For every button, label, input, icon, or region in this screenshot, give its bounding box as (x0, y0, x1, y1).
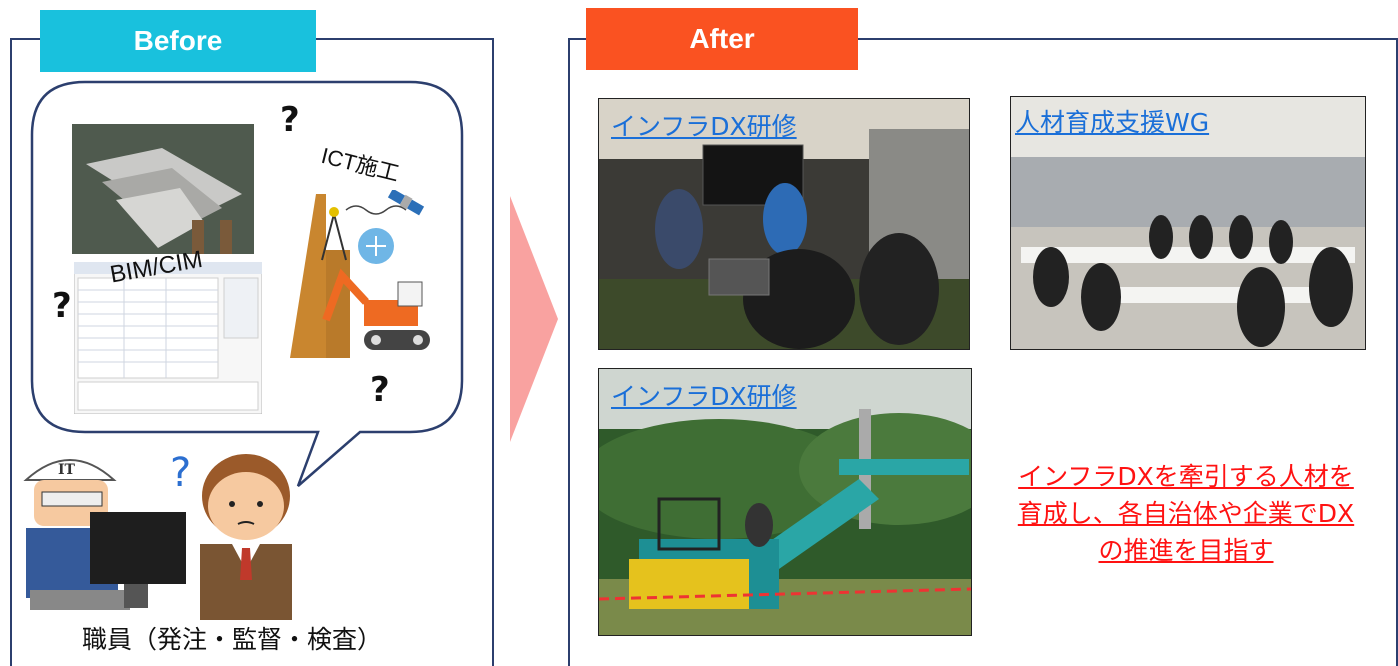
workgroup-photo: 人材育成支援WG (1010, 96, 1366, 350)
question-mark-2: ? (52, 286, 72, 326)
training-photo-2: インフラDX研修 (598, 368, 972, 636)
staff-caption: 職員（発注・監督・検査） (82, 625, 383, 654)
before-tab: Before (40, 10, 316, 72)
svg-text:?: ? (170, 450, 191, 496)
bim-model-image (72, 124, 254, 254)
svg-text:IT: IT (58, 462, 76, 478)
question-mark-3: ? (370, 370, 390, 410)
staff-illustration: IT ? (23, 450, 292, 620)
after-panel (568, 38, 1398, 666)
question-mark-1: ? (280, 100, 300, 140)
training-photo-1-label[interactable]: インフラDX研修 (611, 112, 797, 141)
goal-text[interactable]: インフラDXを牽引する人材を育成し、各自治体や企業でDXの推進を目指す (1017, 462, 1355, 565)
training-photo-1: インフラDX研修 (598, 98, 970, 350)
transition-arrow (510, 196, 558, 442)
ict-construction-illustration (290, 190, 430, 358)
software-screenshot-image (74, 262, 262, 414)
after-tab: After (586, 8, 858, 70)
workgroup-photo-label[interactable]: 人材育成支援WG (1015, 108, 1210, 137)
training-photo-2-label[interactable]: インフラDX研修 (611, 382, 797, 411)
